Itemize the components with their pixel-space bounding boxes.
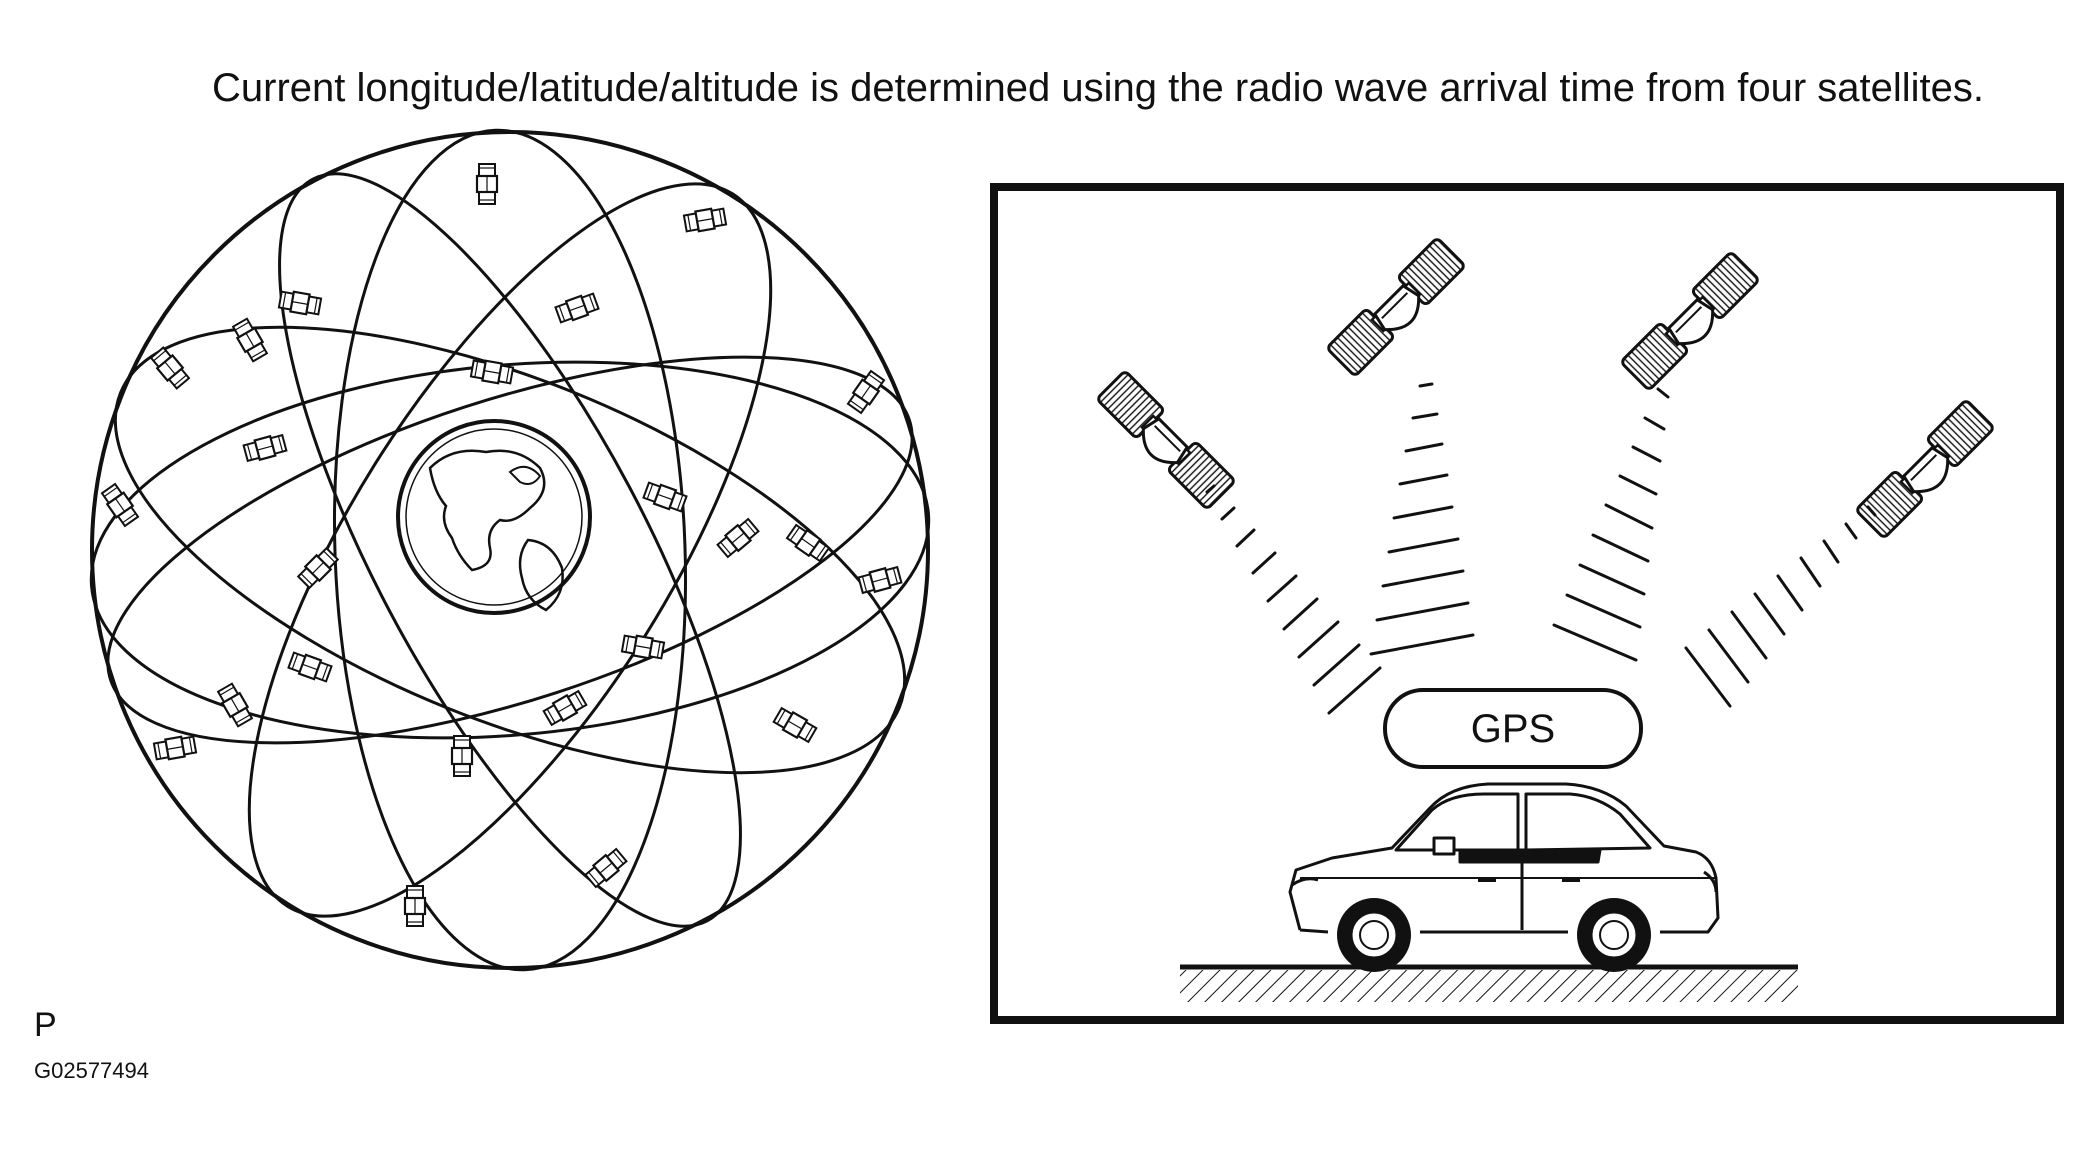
radio-wave-arc bbox=[1312, 643, 1361, 687]
radio-wave-arc bbox=[1381, 569, 1465, 588]
satellite-constellation bbox=[89, 128, 931, 972]
radio-wave-arc bbox=[1398, 473, 1449, 486]
radio-wave-arc bbox=[1631, 445, 1662, 463]
radio-wave-arc bbox=[1205, 484, 1216, 494]
radio-wave-arc bbox=[1844, 522, 1858, 540]
car-wheel-icon bbox=[1337, 898, 1411, 972]
radio-wave-arc bbox=[1282, 597, 1319, 631]
radio-wave-arc bbox=[1565, 593, 1642, 629]
radio-wave-arc bbox=[1866, 505, 1877, 517]
car-icon bbox=[1288, 782, 1720, 934]
gps-receiver: GPS bbox=[1383, 688, 1643, 769]
radio-wave-arc bbox=[1684, 646, 1732, 708]
radio-wave-arc bbox=[1730, 610, 1768, 660]
radio-wave-arc bbox=[1822, 539, 1840, 564]
radio-wave-arc bbox=[1776, 574, 1804, 612]
earth-icon bbox=[396, 419, 592, 615]
radio-wave-arc bbox=[1369, 633, 1475, 656]
radio-wave-arc bbox=[1404, 442, 1444, 453]
radio-wave-arc bbox=[1251, 551, 1277, 575]
ground bbox=[1180, 964, 1798, 1002]
radio-wave-arc bbox=[1411, 412, 1439, 420]
orbit-ring bbox=[247, 182, 773, 918]
radio-wave-arc bbox=[1392, 505, 1454, 520]
figure-id: G02577494 bbox=[34, 1058, 149, 1083]
radio-wave-arc bbox=[1618, 474, 1658, 496]
radio-wave-arc bbox=[1656, 387, 1670, 399]
radio-wave-arc bbox=[1753, 592, 1786, 636]
radio-wave-arc bbox=[1591, 533, 1650, 563]
radio-wave-arc bbox=[1220, 506, 1236, 521]
radio-wave-arc bbox=[1643, 416, 1666, 431]
radio-waves bbox=[1205, 382, 1877, 715]
radio-wave-arc bbox=[1552, 623, 1638, 662]
figure-code: P bbox=[34, 1006, 57, 1044]
radio-wave-arc bbox=[1266, 574, 1298, 603]
orbit-ring bbox=[278, 172, 742, 928]
orbit-ring bbox=[106, 355, 914, 745]
radio-wave-arc bbox=[1604, 503, 1654, 530]
gps-receiver-label: GPS bbox=[1471, 707, 1555, 751]
radio-wave-arc bbox=[1799, 556, 1822, 588]
radio-wave-arc bbox=[1327, 666, 1382, 715]
diagram-caption: Current longitude/latitude/altitude is d… bbox=[212, 66, 1984, 110]
radio-wave-arc bbox=[1235, 528, 1256, 548]
radio-wave-arc bbox=[1387, 537, 1460, 554]
radio-wave-arc bbox=[1418, 382, 1434, 388]
radio-wave-arc bbox=[1297, 620, 1340, 659]
car-wheel-icon bbox=[1577, 898, 1651, 972]
radio-wave-arc bbox=[1375, 601, 1470, 622]
radio-wave-arc bbox=[1707, 628, 1750, 684]
radio-wave-arc bbox=[1578, 563, 1646, 596]
